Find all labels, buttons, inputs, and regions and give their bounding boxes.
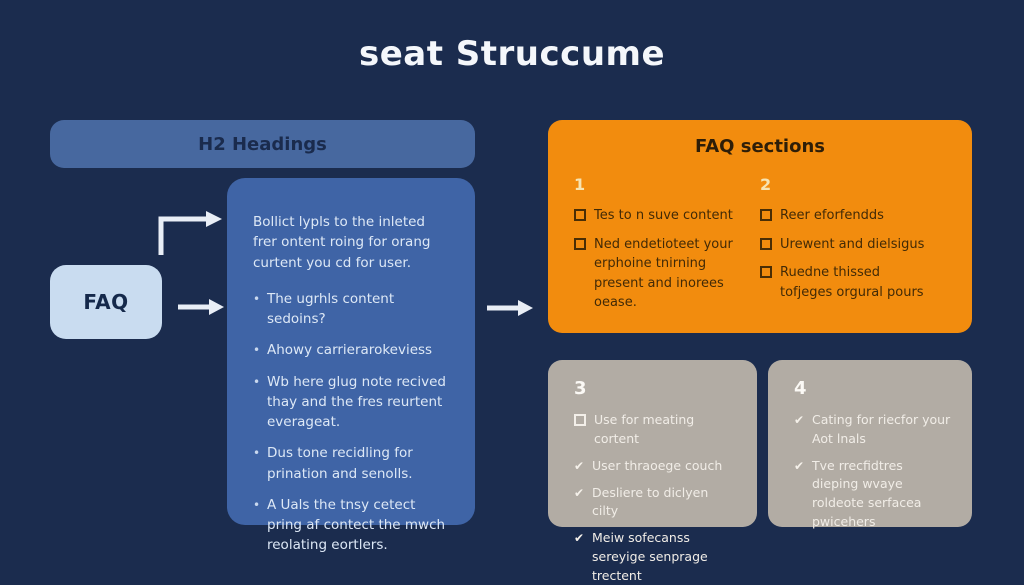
list-item: • A Uals the tnsy cetect pring af contec… <box>253 495 449 556</box>
flow-arrow-icon <box>487 300 533 316</box>
h2-headings-label: H2 Headings <box>198 133 327 155</box>
item-text: Meiw sofecanss sereyige senprage trecten… <box>592 530 708 583</box>
checkbox-icon[interactable] <box>760 237 772 250</box>
bullet-icon: • <box>253 374 261 389</box>
bullet-text: Dus tone recidling for prination and sen… <box>267 445 413 482</box>
bullet-text: A Uals the tnsy cetect pring af contect … <box>267 496 446 554</box>
column-number: 1 <box>574 175 586 194</box>
list-item: • Dus tone recidling for prination and s… <box>253 443 449 484</box>
item-text: Ruedne thissed tofjeges orgural pours <box>780 265 924 300</box>
bullet-text: Ahowy carrierarokeviess <box>267 342 433 359</box>
item-text: User thraoege couch <box>592 457 723 473</box>
check-icon: ✔ <box>574 458 585 473</box>
bullet-icon: • <box>253 446 261 461</box>
bullet-icon: • <box>253 497 261 512</box>
faq-column-1: 1 Tes to n suve content Ned endetioteet … <box>574 175 760 322</box>
list-item: ✔ Cating for riecfor your Aot lnals <box>794 411 952 449</box>
faq-column-2: 2 Reer eforfendds Urewent and dielsigus … <box>760 175 946 322</box>
panel-intro-text: Bollict lypls to the inleted frer ontent… <box>253 214 431 271</box>
card-number: 4 <box>794 378 807 399</box>
checkbox-icon[interactable] <box>574 209 586 221</box>
list-item: • Wb here glug note recived thay and the… <box>253 372 449 433</box>
card-4: 4 ✔ Cating for riecfor your Aot lnals ✔ … <box>768 360 972 529</box>
faq-sections-panel: FAQ sections 1 Tes to n suve content Ned… <box>548 120 972 333</box>
item-text: Desliere to diclyen cilty <box>592 484 709 519</box>
check-icon: ✔ <box>574 485 585 500</box>
item-text: Ned endetioteet your erphoine tnirning p… <box>594 236 733 311</box>
list-item: ✔ User thraoege couch <box>574 457 737 476</box>
card-3: 3 Use for meating cortent ✔ User thraoeg… <box>548 360 757 583</box>
list-item: ✔ Desliere to diclyen cilty <box>574 484 737 522</box>
bullet-icon: • <box>253 291 261 306</box>
elbow-arrow-icon <box>158 211 222 255</box>
bullet-icon: • <box>253 343 261 358</box>
item-text: Cating for riecfor your Aot lnals <box>812 412 951 446</box>
checkbox-icon[interactable] <box>574 237 586 250</box>
faq-chip-label: FAQ <box>83 290 129 314</box>
bullet-text: Wb here glug note recived thay and the f… <box>267 373 446 431</box>
list-item: • Ahowy carrierarokeviess <box>253 340 449 360</box>
h2-headings-pill: H2 Headings <box>50 120 475 168</box>
item-text: Reer eforfendds <box>780 208 884 223</box>
list-item: Tes to n suve content <box>574 206 746 226</box>
card-number: 3 <box>574 378 587 399</box>
faq-chip: FAQ <box>50 265 162 339</box>
list-item: Reer eforfendds <box>760 206 932 226</box>
page-title: seat Struccume <box>358 34 666 74</box>
column-number: 2 <box>760 175 772 194</box>
item-text: Urewent and dielsigus <box>780 236 925 252</box>
check-icon: ✔ <box>574 531 585 546</box>
faq-sections-title: FAQ sections <box>695 136 825 157</box>
h2-details-panel: Bollict lypls to the inleted frer ontent… <box>227 178 475 553</box>
checkbox-icon[interactable] <box>760 209 772 221</box>
item-text: Tve rrecfidtres dieping wvaye roldeote s… <box>812 457 922 529</box>
check-icon: ✔ <box>794 458 805 473</box>
check-icon: ✔ <box>794 413 805 427</box>
list-item: ✔ Meiw sofecanss sereyige senprage trect… <box>574 529 737 585</box>
checkbox-icon[interactable] <box>760 266 772 278</box>
bullet-text: The ugrhls content sedoins? <box>267 290 395 327</box>
list-item: • The ugrhls content sedoins? <box>253 289 449 330</box>
list-item: Use for meating cortent <box>574 411 737 449</box>
item-text: Use for meating cortent <box>594 412 695 446</box>
list-item: Ruedne thissed tofjeges orgural pours <box>760 263 932 302</box>
panel-bullet-list: • The ugrhls content sedoins? • Ahowy ca… <box>253 289 449 556</box>
faq-arrow-icon <box>178 299 224 315</box>
list-item: ✔ Tve rrecfidtres dieping wvaye roldeote… <box>794 457 952 532</box>
list-item: Urewent and dielsigus <box>760 235 932 255</box>
list-item: Ned endetioteet your erphoine tnirning p… <box>574 235 746 313</box>
item-text: Tes to n suve content <box>594 208 733 223</box>
checkbox-icon[interactable] <box>574 414 586 426</box>
